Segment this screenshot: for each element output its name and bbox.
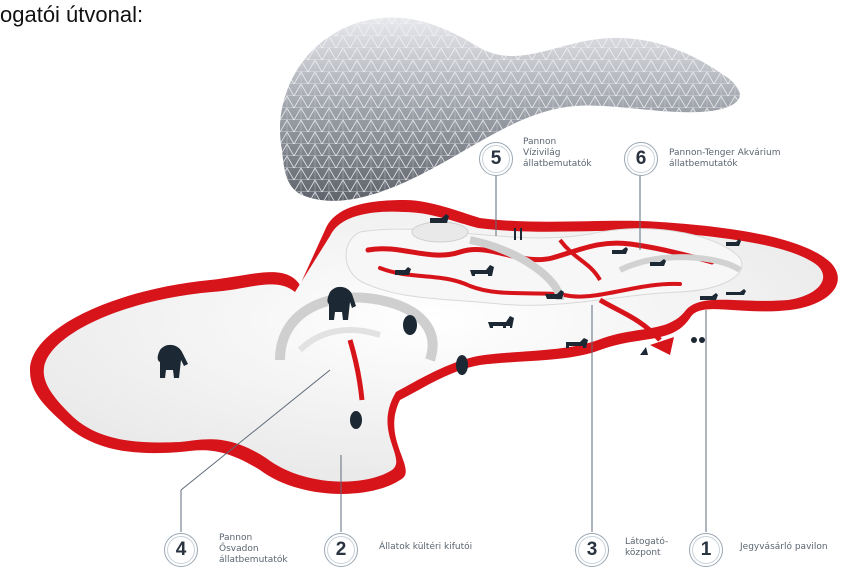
stop-3-number: 3: [578, 536, 606, 564]
stop-5-marker[interactable]: 5: [479, 142, 513, 176]
stop-2-marker[interactable]: 2: [324, 533, 358, 567]
stop-4-number: 4: [167, 536, 195, 564]
stop-2-number: 2: [327, 536, 355, 564]
stop-4-marker[interactable]: 4: [164, 533, 198, 567]
stop-6-marker[interactable]: 6: [624, 142, 658, 176]
entrance-marker: [650, 337, 674, 355]
dome-roof: [280, 18, 740, 201]
stop-2-label: Állatok kültéri kifutói: [379, 542, 472, 553]
people-icon: [640, 347, 648, 355]
monkey-icon: [403, 315, 417, 335]
stop-3-marker[interactable]: 3: [575, 533, 609, 567]
stop-3-label: Látogató-központ: [625, 537, 668, 559]
fork-icon: [514, 228, 516, 240]
monkey-icon-3: [350, 411, 362, 429]
stop-1-number: 1: [692, 536, 720, 564]
stop-1-label: Jegyvásárló pavilon: [740, 542, 828, 553]
knife-icon: [520, 228, 522, 240]
stop-6-number: 6: [627, 145, 655, 173]
stop-5-number: 5: [482, 145, 510, 173]
stop-1-marker[interactable]: 1: [689, 533, 723, 567]
monkey-icon-2: [456, 355, 468, 375]
